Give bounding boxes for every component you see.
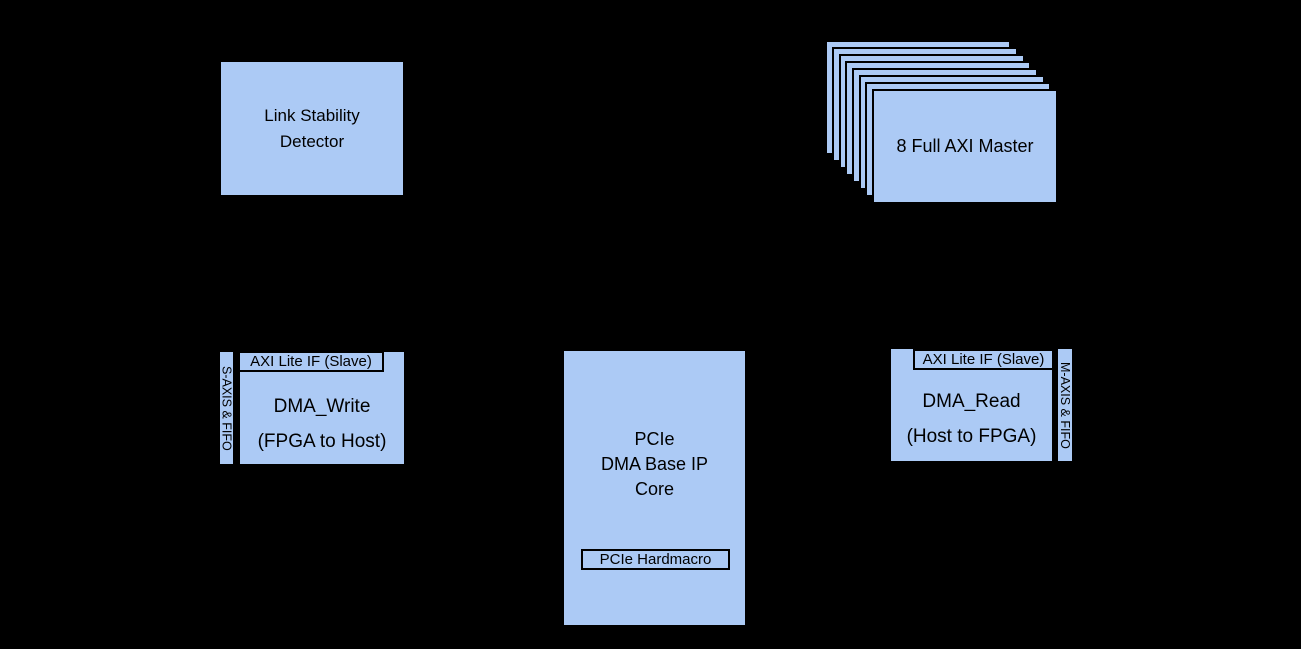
arrow-tip-pcie-top xyxy=(580,346,585,350)
link-stability-detector-box: Link Stability Detector xyxy=(219,60,405,197)
link-stability-line2: Detector xyxy=(279,131,345,151)
dma-read-text: DMA_Read (Host to FPGA) xyxy=(891,389,1052,450)
dma-read-subtitle: (Host to FPGA) xyxy=(906,426,1037,447)
dma-write-box: AXI Lite IF (Slave) DMA_Write (FPGA to H… xyxy=(238,350,406,466)
link-stability-line1: Link Stability xyxy=(264,105,360,125)
pcie-dma-core-text: PCIe DMA Base IP Core xyxy=(564,427,745,502)
dma-read-axi-lite-text: AXI Lite IF (Slave) xyxy=(922,351,1045,368)
dma-read-title: DMA_Read xyxy=(922,391,1021,412)
pcie-dma-core-line1: PCIe xyxy=(634,429,675,449)
dma-read-axi-lite-label: AXI Lite IF (Slave) xyxy=(913,349,1054,370)
dma-write-saxis-fifo-label: S-AXIS & FIFO xyxy=(219,365,234,451)
pcie-dma-core-box: PCIe DMA Base IP Core PCIe Hardmacro xyxy=(562,349,747,627)
dma-write-subtitle: (FPGA to Host) xyxy=(257,431,387,452)
dma-write-axi-lite-label: AXI Lite IF (Slave) xyxy=(238,351,384,372)
dma-write-title: DMA_Write xyxy=(273,396,371,417)
dma-write-axi-lite-text: AXI Lite IF (Slave) xyxy=(250,353,372,370)
axi-master-label: 8 Full AXI Master xyxy=(896,136,1034,156)
pcie-hardmacro-text: PCIe Hardmacro xyxy=(599,551,712,568)
axi-master-front-card: 8 Full AXI Master xyxy=(872,89,1058,204)
arrow-tip-maxis-top xyxy=(1060,344,1073,348)
pcie-hardmacro-label: PCIe Hardmacro xyxy=(581,549,730,570)
axi-master-stack: 8 Full AXI Master xyxy=(825,40,1058,204)
link-stability-detector-label: Link Stability Detector xyxy=(221,62,403,195)
dma-write-text: DMA_Write (FPGA to Host) xyxy=(240,394,404,455)
dma-read-box: AXI Lite IF (Slave) DMA_Read (Host to FP… xyxy=(889,347,1054,463)
dma-read-maxis-fifo-strip: M-AXIS & FIFO xyxy=(1056,347,1074,463)
pcie-dma-core-line2: DMA Base IP xyxy=(600,454,709,474)
pcie-dma-core-line3: Core xyxy=(634,479,674,499)
dma-write-saxis-fifo-strip: S-AXIS & FIFO xyxy=(218,350,235,466)
dma-read-maxis-fifo-label: M-AXIS & FIFO xyxy=(1058,361,1072,449)
